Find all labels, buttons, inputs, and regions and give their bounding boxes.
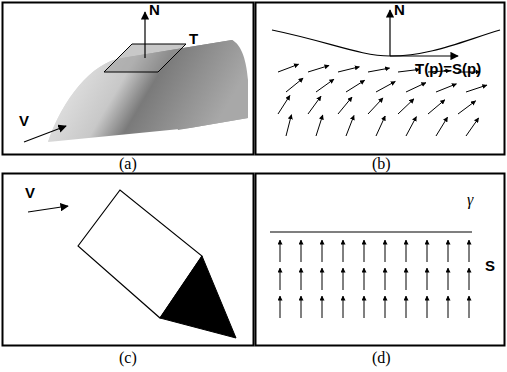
field-arrow [406,268,407,290]
field-arrow [385,240,386,262]
field-arrow [301,296,302,318]
field-arrow [448,240,449,262]
field-arrow [368,98,383,114]
field-arrow [322,240,323,262]
field-arrow [278,95,290,114]
field-label: S [485,258,495,273]
field-arrow [458,101,476,114]
field-arrow [368,68,390,72]
curved-surface [48,40,248,142]
field-arrow [308,96,321,114]
field-arrow [280,268,281,290]
field-arrow [316,79,334,92]
field-arrow [364,268,365,290]
field-arrow [427,296,428,318]
field-arrow [338,97,352,114]
field-arrow [406,83,426,92]
panel-frame [3,3,254,155]
tangent-arrow [390,55,458,56]
field-arrow [343,240,344,262]
field-arrow [406,117,416,136]
field-arrow [436,84,456,92]
field-arrow [343,296,344,318]
field-arrow [436,117,448,136]
panel-frame [256,3,505,155]
field-arrow [308,65,329,72]
tangent-label: T(p)=S(p) [415,61,481,76]
panel-label: (d) [372,350,391,366]
normal-arrow [144,12,145,58]
sheet-fold [160,256,236,338]
curve [270,231,472,232]
curved-surface [48,40,248,142]
view-arrow [24,126,66,142]
curve-label: γ [467,192,473,208]
field-arrow [469,240,470,262]
field-arrow [466,118,479,136]
field-arrow [448,296,449,318]
field-arrow [466,85,487,92]
panel-frame [256,174,505,346]
normal-arrow [389,10,390,56]
field-arrow [406,296,407,318]
field-arrow [301,240,302,262]
field-arrow [280,296,281,318]
field-arrow [398,99,414,114]
field-arrow [428,100,445,114]
field-arrow [343,268,344,290]
field-arrow [364,240,365,262]
field-arrow [286,78,303,92]
field-arrow [280,240,281,262]
field-arrow [316,115,323,136]
field-arrow [427,268,428,290]
field-arrow [406,240,407,262]
view-arrow [28,206,68,212]
field-arrow [448,268,449,290]
field-arrow [385,268,386,290]
field-arrow [338,67,359,72]
panel-label: (a) [119,156,137,172]
field-arrow [364,296,365,318]
field-arrow [346,80,365,92]
curve [272,30,500,56]
vector-label: V [25,185,35,200]
field-arrow [301,268,302,290]
field-arrow [286,115,291,136]
field-arrow [469,296,470,318]
field-arrow [322,268,323,290]
normal-label: N [149,2,160,17]
field-arrow [346,115,354,136]
vector-field [280,240,469,318]
panel-label: (b) [372,156,391,172]
field-arrow [385,296,386,318]
field-arrow [278,64,299,72]
field-arrow [427,240,428,262]
field-arrow [322,296,323,318]
field-arrow [376,116,385,136]
normal-label: N [394,2,405,17]
panel-frame [3,174,254,346]
field-arrow [469,268,470,290]
field-arrow [376,81,395,92]
plane-label: T [189,31,198,46]
vector-label: V [19,113,29,128]
panel-label: (c) [119,350,137,366]
